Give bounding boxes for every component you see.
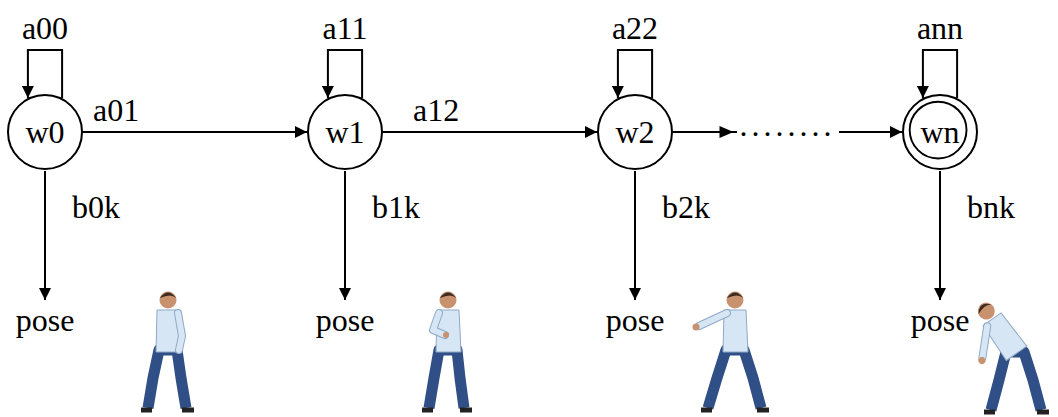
self-loop-arrow	[328, 50, 362, 98]
observation-label: pose	[606, 303, 665, 338]
state-circle: w1	[307, 94, 383, 170]
emission-label: b1k	[372, 190, 420, 225]
observation-label: pose	[16, 303, 75, 338]
self-loop-arrow	[923, 50, 957, 98]
person-figure	[422, 292, 472, 411]
self-loop-arrow	[618, 50, 652, 98]
state-name: w0	[25, 116, 64, 148]
state-circle: wn	[902, 94, 978, 170]
state-name: w2	[615, 116, 654, 148]
state-name: w1	[325, 116, 364, 148]
self-loop-arrow	[28, 50, 62, 98]
observation-label: pose	[911, 303, 970, 338]
state-name: wn	[920, 116, 959, 148]
transition-label: a11	[322, 11, 367, 46]
transition-label: a12	[413, 93, 459, 128]
inner-ring	[910, 102, 967, 159]
transition-arrow	[83, 131, 307, 133]
transition-arrow	[383, 131, 597, 133]
emission-label: b0k	[72, 190, 120, 225]
arrowhead	[720, 126, 734, 138]
person-figure	[141, 292, 194, 411]
emission-line	[634, 171, 636, 300]
transition-label: a01	[93, 93, 139, 128]
emission-label: b2k	[662, 190, 710, 225]
observation-label: pose	[316, 303, 375, 338]
person-figure	[693, 292, 770, 411]
emission-line	[939, 171, 941, 300]
emission-label: bnk	[967, 190, 1015, 225]
transition-label: a00	[22, 11, 68, 46]
state-circle: w0	[7, 94, 83, 170]
transition-label: ........	[737, 108, 839, 143]
emission-lines	[45, 171, 940, 300]
transition-label: a22	[612, 11, 658, 46]
transition-label: ann	[917, 11, 963, 46]
emission-line	[344, 171, 346, 300]
emission-line	[44, 171, 46, 300]
state-circle: w2	[597, 94, 673, 170]
